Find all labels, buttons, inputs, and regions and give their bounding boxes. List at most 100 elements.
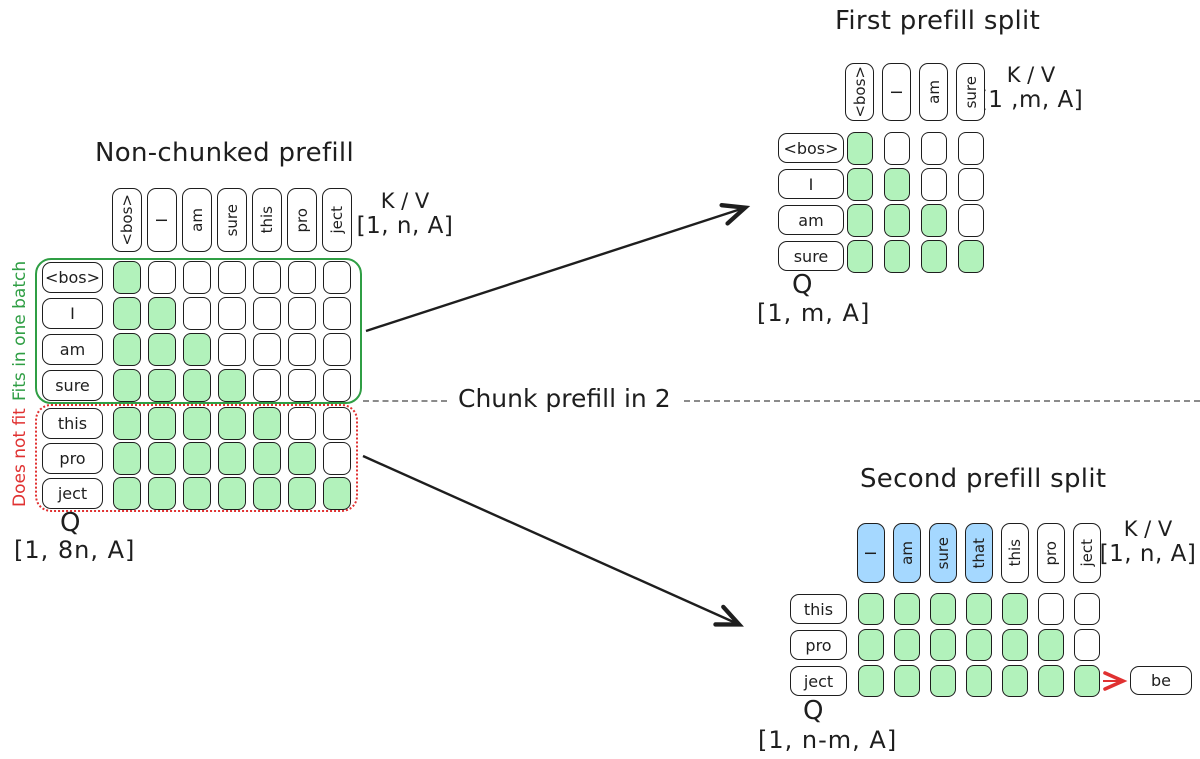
kv-token-header: this <box>252 188 282 252</box>
attn-cell-attended <box>966 593 992 625</box>
attn-cell-masked <box>1038 593 1064 625</box>
kv-token-label: sure <box>961 75 980 109</box>
divider-dashed-line-right <box>684 400 1200 402</box>
attn-cell-attended <box>113 297 141 330</box>
attn-cell-attended <box>1074 665 1100 697</box>
attn-cell-masked <box>183 261 211 294</box>
q-token-label: this <box>790 594 847 624</box>
attn-cell-attended <box>148 297 176 330</box>
attn-cell-attended <box>1002 593 1028 625</box>
kv-token-header: am <box>893 523 921 583</box>
attn-cell-masked <box>323 297 351 330</box>
attn-cell-attended <box>930 665 956 697</box>
attn-cell-masked <box>218 261 246 294</box>
attn-cell-attended <box>930 629 956 661</box>
attn-cell-masked <box>1074 629 1100 661</box>
attn-cell-masked <box>218 297 246 330</box>
attn-cell-masked <box>253 333 281 366</box>
attn-cell-masked <box>253 261 281 294</box>
kv-label: K / V <box>380 189 430 213</box>
attn-cell-attended <box>1002 665 1028 697</box>
does-not-fit-label: Does not fit <box>10 408 30 508</box>
kv-label: K / V <box>1006 63 1056 87</box>
attn-cell-attended <box>183 477 211 510</box>
attn-cell-attended <box>921 240 947 273</box>
second-split-kv-block: K / V [1, n, A] <box>1098 517 1198 567</box>
non-chunked-q-label: Q <box>60 508 81 538</box>
kv-token-header: pro <box>287 188 317 252</box>
q-token-label: sure <box>42 370 103 401</box>
attn-cell-attended <box>183 369 211 402</box>
kv-token-header: <bos> <box>112 188 142 252</box>
kv-token-header: sure <box>929 523 957 583</box>
attn-cell-attended <box>966 665 992 697</box>
kv-shape: [1 ,m, A] <box>978 86 1084 113</box>
kv-token-header: I <box>882 63 911 121</box>
second-split-q-shape: [1, n-m, A] <box>758 726 898 754</box>
kv-token-label: ject <box>1078 539 1096 567</box>
attn-cell-attended <box>894 593 920 625</box>
attn-cell-attended <box>113 442 141 475</box>
second-split-q-label: Q <box>803 696 824 726</box>
attn-cell-attended <box>921 204 947 237</box>
attn-cell-attended <box>1038 665 1064 697</box>
attn-cell-attended <box>253 477 281 510</box>
attn-cell-masked <box>323 442 351 475</box>
kv-token-header: this <box>1001 523 1029 583</box>
kv-token-header: pro <box>1037 523 1065 583</box>
attn-cell-attended <box>884 204 910 237</box>
attn-cell-masked <box>253 369 281 402</box>
attn-cell-masked <box>288 333 316 366</box>
first-split-kv-block: K / V [1 ,m, A] <box>978 63 1084 113</box>
kv-token-label: this <box>258 206 276 234</box>
attn-cell-masked <box>288 261 316 294</box>
q-token-label: this <box>42 408 103 439</box>
non-chunked-q-shape: [1, 8n, A] <box>14 536 136 564</box>
attn-cell-attended <box>966 629 992 661</box>
kv-token-header: <bos> <box>845 63 874 121</box>
attn-cell-attended <box>218 369 246 402</box>
does-not-fit-box <box>35 404 358 512</box>
attn-cell-attended <box>858 593 884 625</box>
attn-cell-masked <box>148 261 176 294</box>
kv-token-label: pro <box>293 207 311 233</box>
attn-cell-attended <box>1002 629 1028 661</box>
attn-cell-masked <box>288 297 316 330</box>
kv-token-label: ject <box>328 206 346 234</box>
first-split-q-shape: [1, m, A] <box>757 299 871 327</box>
attn-cell-attended <box>253 407 281 440</box>
kv-token-label: that <box>970 537 988 569</box>
attn-cell-attended <box>148 333 176 366</box>
q-token-label: pro <box>790 630 847 660</box>
kv-token-header: ject <box>1073 523 1101 583</box>
non-chunked-title: Non-chunked prefill <box>95 138 354 168</box>
attn-cell-attended <box>847 168 873 201</box>
attn-cell-masked <box>921 132 947 165</box>
kv-token-header: I <box>147 188 177 252</box>
attn-cell-attended <box>183 442 211 475</box>
arrow-to-second-split <box>362 454 744 627</box>
first-split-q-label: Q <box>792 270 813 300</box>
divider-dashed-line-left <box>363 400 447 402</box>
kv-shape: [1, n, A] <box>356 212 454 239</box>
attn-cell-attended <box>884 168 910 201</box>
kv-token-label: <bos> <box>850 66 869 118</box>
kv-token-label: I <box>153 217 171 223</box>
attn-cell-attended <box>218 442 246 475</box>
attn-cell-masked <box>323 369 351 402</box>
q-token-label: I <box>778 169 844 199</box>
attn-cell-attended <box>323 477 351 510</box>
attn-cell-masked <box>884 132 910 165</box>
fits-in-one-batch-box <box>35 258 362 404</box>
attn-cell-masked <box>958 168 984 201</box>
attn-cell-masked <box>288 407 316 440</box>
attn-cell-masked <box>218 333 246 366</box>
attn-cell-attended <box>894 665 920 697</box>
q-token-label: pro <box>42 443 103 474</box>
attn-cell-attended <box>148 407 176 440</box>
kv-token-header: ject <box>322 188 352 252</box>
attn-cell-masked <box>958 132 984 165</box>
attn-cell-attended <box>958 240 984 273</box>
attn-cell-masked <box>323 333 351 366</box>
kv-token-label: <bos> <box>118 194 136 246</box>
